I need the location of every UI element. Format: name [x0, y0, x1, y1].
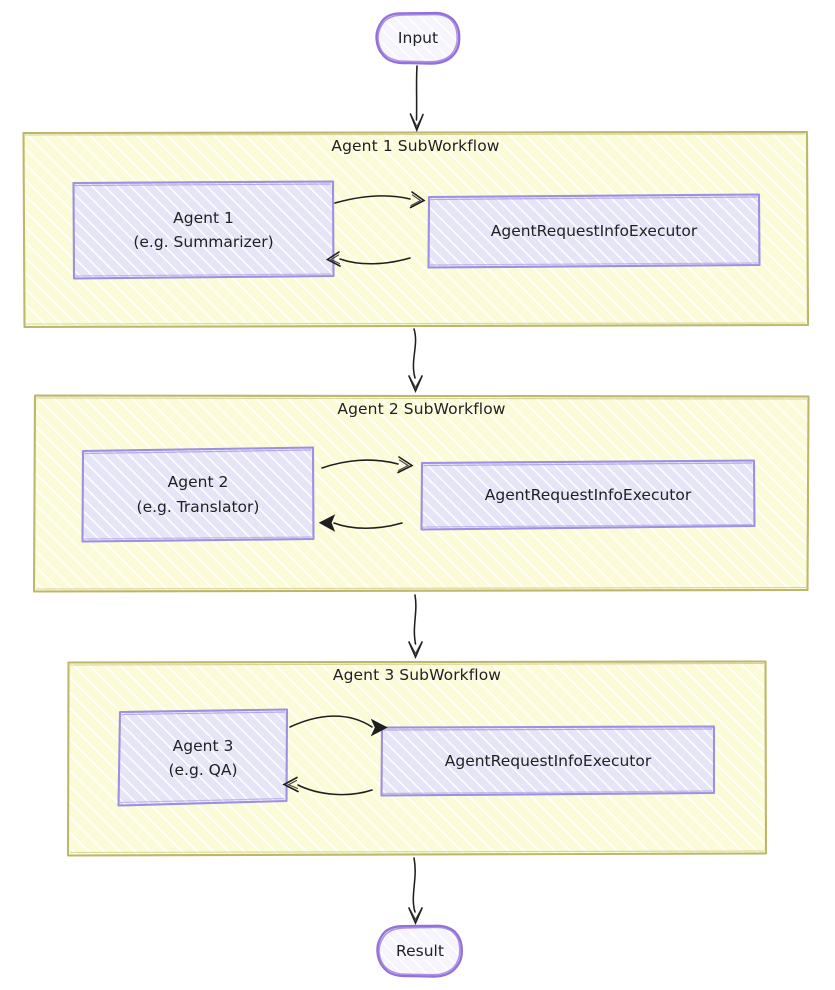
input-shape — [375, 11, 461, 65]
edge-sub1-to-sub2 — [412, 328, 417, 379]
agent-3-shape — [117, 708, 289, 807]
subgraph-agent-3[interactable]: Agent 3 SubWorkflow Agent 3 (e.g. QA) — [66, 660, 768, 857]
subgraph-1-title: Agent 1 SubWorkflow — [331, 137, 500, 155]
executor-1-text: AgentRequestInfoExecutor — [490, 221, 698, 240]
agent-3-line1: Agent 3 — [172, 736, 234, 755]
executor-2-text: AgentRequestInfoExecutor — [484, 485, 692, 504]
node-executor-3[interactable]: AgentRequestInfoExecutor — [380, 725, 716, 797]
result-label: Result — [396, 942, 444, 960]
edge-input-to-sub1 — [415, 65, 418, 121]
arrowhead-sub2-to-sub3 — [408, 641, 423, 660]
arrowhead-sub1-to-sub2 — [408, 375, 423, 394]
agent-1-shape — [72, 180, 335, 280]
edge-sub2-to-sub3 — [413, 594, 417, 645]
executor-3-shape — [380, 725, 716, 797]
arrowhead-sub3-to-result — [408, 907, 423, 926]
input-label: Input — [397, 29, 439, 47]
agent-2-line2: (e.g. Translator) — [136, 497, 260, 516]
executor-3-text: AgentRequestInfoExecutor — [444, 751, 652, 770]
agent-2-line1: Agent 2 — [167, 473, 229, 492]
agent-2-label: Agent 2 (e.g. Translator) — [81, 446, 315, 543]
subgraph-agent-1[interactable]: Agent 1 SubWorkflow Agent 1 (e.g. Summar… — [22, 130, 810, 329]
subgraph-2-title: Agent 2 SubWorkflow — [337, 400, 506, 418]
node-executor-1[interactable]: AgentRequestInfoExecutor — [427, 193, 761, 269]
executor-2-label: AgentRequestInfoExecutor — [420, 459, 756, 531]
agent-1-line1: Agent 1 — [173, 208, 234, 227]
node-result[interactable]: Result — [376, 924, 464, 978]
agent-3-line2: (e.g. QA) — [168, 761, 238, 779]
arrowhead-input-to-sub1 — [409, 113, 424, 133]
edge-sub3-to-result — [412, 857, 416, 913]
node-agent-2[interactable]: Agent 2 (e.g. Translator) — [81, 446, 315, 543]
result-shape — [376, 924, 463, 978]
node-executor-2[interactable]: AgentRequestInfoExecutor — [420, 459, 756, 531]
executor-2-shape — [420, 459, 756, 531]
executor-1-shape — [427, 193, 761, 269]
agent-3-label: Agent 3 (e.g. QA) — [117, 708, 289, 808]
executor-1-label: AgentRequestInfoExecutor — [427, 193, 761, 269]
node-input[interactable]: Input — [375, 11, 461, 65]
node-agent-1[interactable]: Agent 1 (e.g. Summarizer) — [72, 180, 335, 280]
subgraph-agent-2[interactable]: Agent 2 SubWorkflow Agent 2 (e.g. Transl… — [32, 394, 810, 594]
subgraph-3-title: Agent 3 SubWorkflow — [332, 666, 502, 684]
node-agent-3[interactable]: Agent 3 (e.g. QA) — [117, 708, 289, 808]
executor-3-label: AgentRequestInfoExecutor — [380, 725, 716, 797]
agent-1-label: Agent 1 (e.g. Summarizer) — [72, 180, 335, 280]
agent-2-shape — [81, 446, 315, 543]
agent-1-line2: (e.g. Summarizer) — [133, 233, 274, 251]
